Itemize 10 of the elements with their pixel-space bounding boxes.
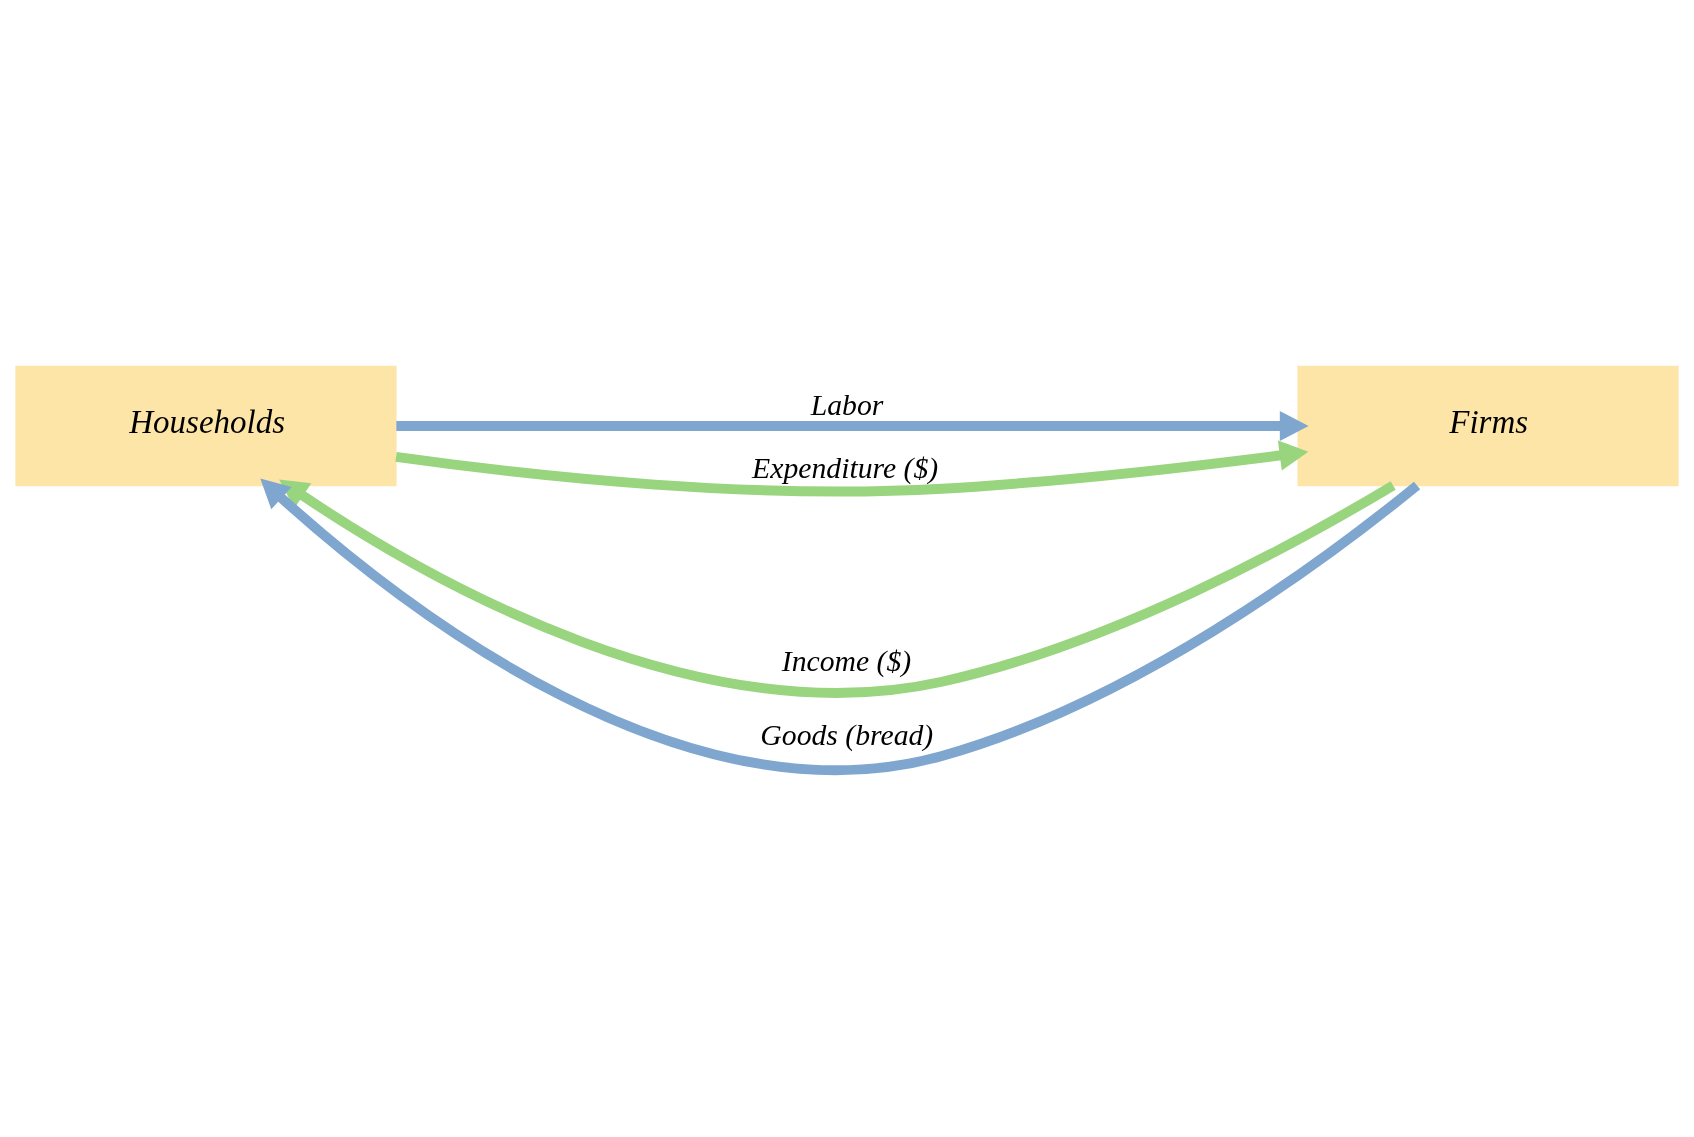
node-box: Households bbox=[15, 365, 397, 487]
edge-label: Income ($) bbox=[781, 644, 912, 677]
arrow bbox=[260, 478, 1421, 775]
edge-label: Goods (bread) bbox=[760, 719, 934, 752]
edge-label: Labor bbox=[810, 389, 884, 422]
arrow bbox=[396, 410, 1309, 442]
arrow bbox=[279, 479, 1396, 698]
node-box: Firms bbox=[1297, 365, 1679, 487]
arrow bbox=[395, 440, 1309, 497]
edge-label: Expenditure ($) bbox=[752, 451, 939, 484]
